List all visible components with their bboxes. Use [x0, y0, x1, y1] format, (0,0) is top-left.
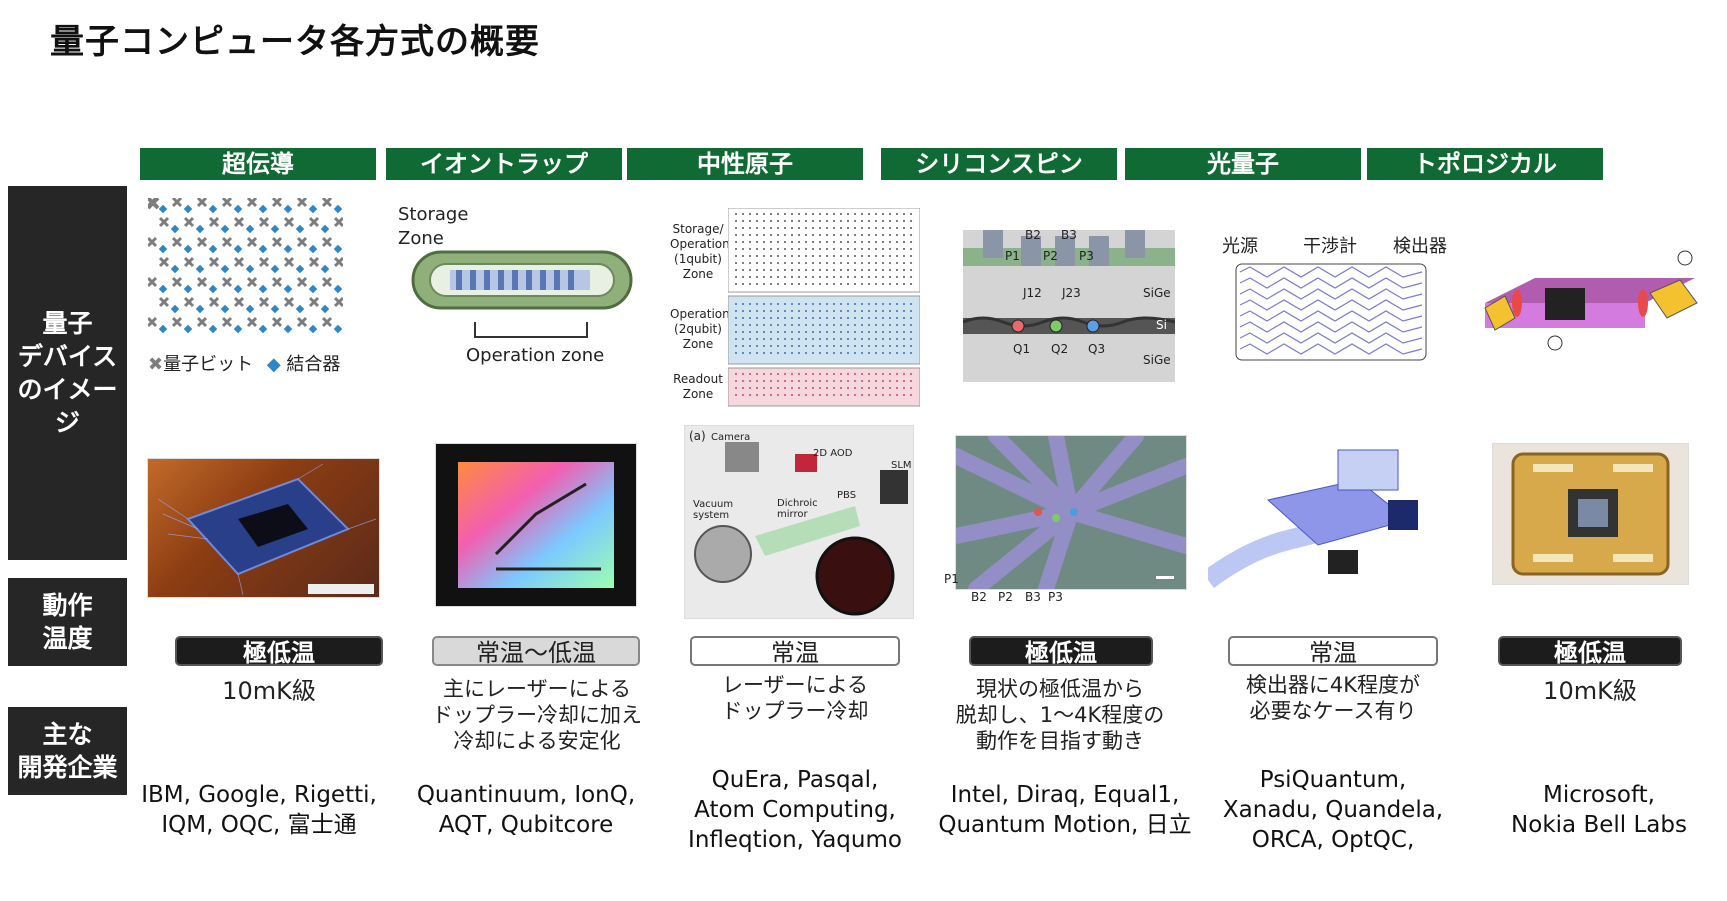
neutral-atom-setup-photo: (a) Camera 2D AOD SLM PBS Vacuum system … — [684, 425, 914, 619]
na-storage-zone-label: Storage/ Operation (1qubit) Zone — [670, 222, 730, 281]
ph-interferometer-label: 干渉計 — [1303, 236, 1357, 257]
header-silicon-spin: シリコンスピン — [881, 148, 1117, 180]
temp-desc-silicon-spin: 現状の極低温から 脱却し、1〜4K程度の 動作を目指す動き — [955, 677, 1165, 753]
temp-badge-superconducting: 極低温 — [175, 636, 383, 667]
neutral-atom-zone-diagram — [728, 208, 920, 408]
na-readout-zone-label: Readout Zone — [673, 372, 723, 401]
temp-desc-superconducting: 10mK級 — [222, 677, 316, 705]
companies-photonic: PsiQuantum, Xanadu, Quandela, ORCA, OptQ… — [1222, 767, 1444, 853]
ion-operation-zone-label: Operation zone — [466, 345, 605, 366]
header-photonic: 光量子 — [1125, 148, 1361, 180]
temp-badge-neutral-atom: 常温 — [690, 636, 900, 667]
temp-badge-silicon-spin: 極低温 — [969, 636, 1153, 667]
superconducting-chip-photo — [147, 458, 380, 598]
header-superconducting: 超伝導 — [140, 148, 376, 180]
photonic-interferometer-diagram — [1226, 262, 1436, 362]
coupler-mark-icon: ◆ — [266, 354, 281, 375]
companies-neutral-atom: QuEra, Pasqal, Atom Computing, Infleqtio… — [688, 767, 902, 853]
superconducting-lattice-diagram — [148, 198, 343, 338]
companies-topological: Microsoft, Nokia Bell Labs — [1511, 782, 1687, 838]
header-neutral-atom: 中性原子 — [627, 148, 863, 180]
companies-silicon-spin: Intel, Diraq, Equal1, Quantum Motion, 日立 — [938, 782, 1192, 838]
topological-nanowire-diagram — [1475, 248, 1707, 358]
temp-desc-photonic: 検出器に4K程度が 必要なケース有り — [1245, 673, 1421, 723]
ion-trap-racetrack-diagram — [410, 246, 635, 316]
ion-storage-zone-label: Storage Zone — [398, 204, 469, 249]
ph-source-label: 光源 — [1222, 236, 1258, 257]
temp-badge-photonic: 常温 — [1228, 636, 1438, 667]
temp-desc-ion-trap: 主にレーザーによる ドップラー冷却に加え 冷却による安定化 — [432, 677, 642, 753]
row-label-companies: 主な 開発企業 — [8, 707, 127, 795]
temp-desc-neutral-atom: レーザーによる ドップラー冷却 — [721, 673, 869, 723]
temp-badge-topological: 極低温 — [1498, 636, 1682, 667]
row-label-temperature: 動作 温度 — [8, 578, 127, 666]
sc-legend: ✖量子ビット ◆ 結合器 — [148, 354, 341, 375]
qubit-mark-icon: ✖ — [148, 354, 164, 375]
row-label-device: 量子 デバイス のイメージ — [8, 186, 127, 560]
ph-detector-label: 検出器 — [1393, 236, 1447, 257]
ion-operation-bracket — [474, 322, 588, 338]
silicon-spin-sem-photo — [955, 435, 1187, 590]
companies-ion-trap: Quantinuum, IonQ, AQT, Qubitcore — [416, 782, 636, 838]
na-operation-zone-label: Operation (2qubit) Zone — [670, 307, 730, 351]
silicon-spin-diagram: B2 B3 P1 P2 P3 J12 J23 Q1 Q2 Q3 SiGe Si … — [963, 228, 1175, 382]
companies-superconducting: IBM, Google, Rigetti, IQM, OQC, 富士通 — [141, 782, 377, 838]
ion-trap-chip-photo — [435, 443, 637, 607]
photonic-chip-illustration — [1208, 430, 1463, 590]
page-title: 量子コンピュータ各方式の概要 — [50, 22, 540, 62]
topological-chip-photo — [1492, 443, 1689, 585]
temp-desc-topological: 10mK級 — [1543, 677, 1637, 705]
header-ion-trap: イオントラップ — [386, 148, 622, 180]
header-topological: トポロジカル — [1367, 148, 1603, 180]
temp-badge-ion-trap: 常温〜低温 — [432, 636, 640, 667]
